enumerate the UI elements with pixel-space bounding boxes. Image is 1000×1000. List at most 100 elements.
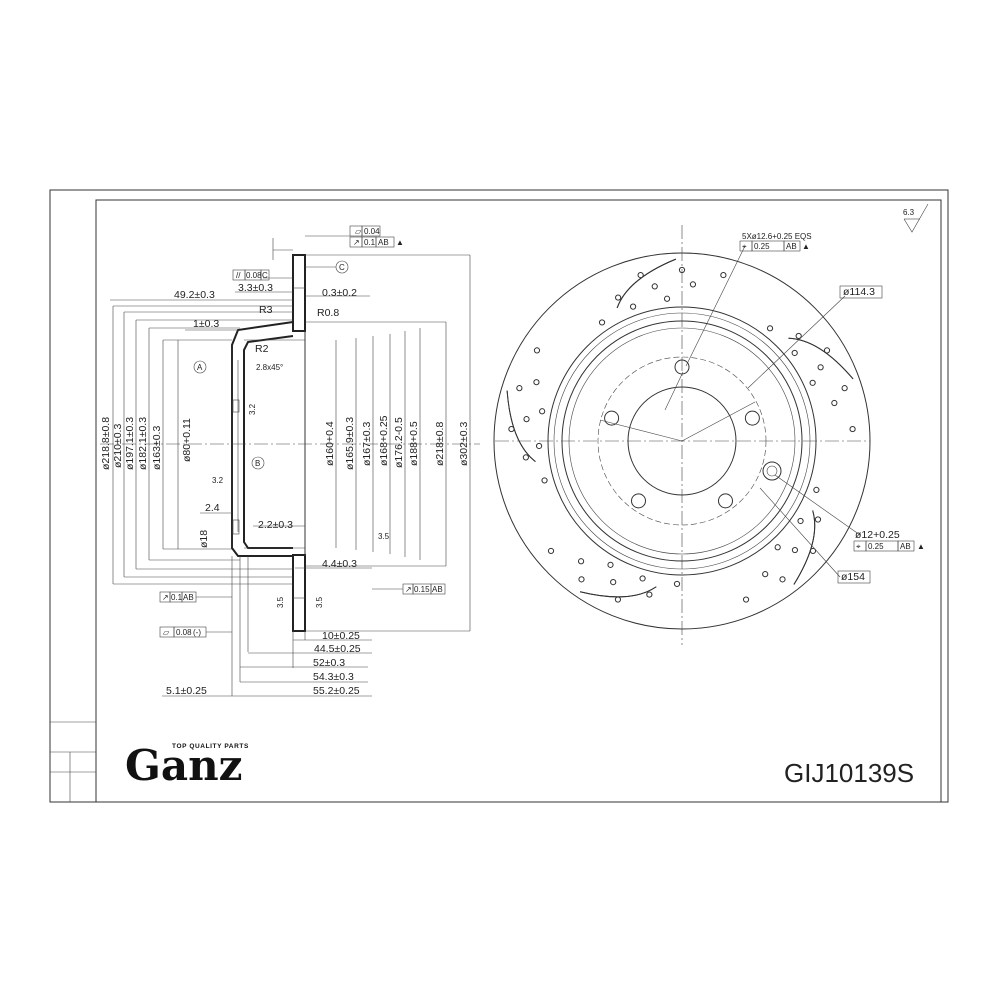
drill-hole (577, 558, 585, 565)
parallel-ref: C (262, 271, 268, 280)
finish-3-5-b: 3.5 (276, 596, 285, 608)
svg-text://: // (236, 271, 241, 280)
dim-18: ø18 (198, 530, 210, 548)
svg-text:▲: ▲ (396, 238, 404, 247)
bolt-hole-callout: 5Xø12.6+0.25 EQS ⌖ 0.25 AB ▲ (739, 232, 812, 252)
drill-hole (762, 571, 769, 578)
drill-hole (614, 596, 622, 603)
brand-logo: Ganz (125, 741, 242, 790)
finish-3-2-b: 3.2 (248, 403, 257, 415)
dia-right-5: ø188+0.5 (408, 421, 420, 466)
sheet-frame (49, 189, 949, 803)
aux-hole (762, 461, 782, 481)
vent-slot-inner (788, 337, 854, 380)
dim-55-2: 55.2±0.25 (313, 685, 360, 697)
bolt-position-value: 0.25 (754, 242, 770, 251)
runout3-value: 0.1 (171, 593, 183, 602)
drill-hole (797, 517, 804, 525)
drill-hole (651, 283, 658, 290)
flatness2-value: 0.08 (176, 628, 192, 637)
datum-b: B (255, 459, 260, 468)
dia-right-6: ø218±0.8 (434, 422, 446, 466)
bolt-hole (604, 410, 620, 426)
drill-hole (539, 408, 546, 415)
drill-hole (791, 349, 798, 357)
runout3-ref: AB (183, 593, 194, 602)
drill-hole (689, 281, 697, 288)
dia-right-1: ø165.9±0.3 (344, 417, 356, 470)
radius-r0-8: R0.8 (317, 307, 339, 319)
flatness-value: 0.04 (364, 227, 380, 236)
section-view: ⏥ 0.04 ↗ 0.1 AB ▲ C // 0.08 C ↗ 0.15 AB (100, 225, 480, 697)
tolerance-frame-runout3: ↗ 0.1 AB (159, 591, 232, 603)
surface-finish-value: 6.3 (903, 208, 915, 217)
dia-right-0: ø160+0.4 (324, 421, 336, 466)
dia-right-3: ø168+0.25 (378, 415, 390, 466)
aux-hole-callout: ø12+0.25 ⌖ 0.25 AB ▲ (853, 529, 925, 552)
svg-text:↗: ↗ (162, 593, 169, 602)
radius-r2: R2 (255, 343, 269, 355)
drill-hole (779, 576, 786, 583)
left-diameter-lines (112, 305, 293, 585)
runout2-ref: AB (432, 585, 443, 594)
drill-hole (535, 442, 543, 450)
dim-1: 1±0.3 (193, 318, 219, 330)
drill-hole (791, 546, 799, 554)
dim-54-3: 54.3±0.3 (313, 671, 354, 683)
drill-hole (637, 271, 644, 279)
drill-hole (823, 347, 831, 354)
bolt-position-ref: AB (786, 242, 797, 251)
datum-a: A (197, 363, 203, 372)
drill-hole (598, 319, 606, 326)
section-profile (231, 254, 306, 632)
aux-hole-label: ø12+0.25 (855, 529, 900, 541)
right-diameter-lines (305, 254, 471, 632)
tolerance-frame-runout2: ↗ 0.15 AB (372, 583, 446, 595)
drill-hole (831, 399, 838, 407)
runout-ref: AB (378, 238, 389, 247)
svg-text:⏥: ⏥ (355, 227, 362, 236)
drill-hole (516, 385, 523, 392)
dim-52: 52±0.3 (313, 657, 345, 669)
flatness2-ref: (-) (193, 628, 201, 637)
runout-value: 0.1 (364, 238, 376, 247)
drill-hole (720, 271, 727, 279)
svg-text:⌖: ⌖ (742, 242, 747, 251)
dia-left-1: ø210±0.3 (112, 424, 124, 468)
drill-hole (813, 486, 820, 494)
top-dimension-lines (110, 238, 370, 527)
drill-hole (841, 385, 848, 392)
dia-left-2: ø197.1±0.3 (124, 417, 136, 470)
datum-c: C (339, 263, 345, 272)
dia-left-3: ø182.1±0.3 (137, 417, 149, 470)
drill-hole (795, 332, 802, 340)
datum-b-bubble (251, 456, 265, 470)
pcd-callout: ø114.3 (839, 285, 883, 299)
drill-hole (547, 547, 555, 555)
pcd-label: ø114.3 (843, 286, 875, 298)
drill-hole (615, 294, 622, 301)
dim-44-5: 44.5±0.25 (314, 643, 361, 655)
face-view: 5Xø12.6+0.25 EQS ⌖ 0.25 AB ▲ ø114.3 ø12+… (493, 203, 929, 645)
bolt-holes-label: 5Xø12.6+0.25 EQS (742, 232, 812, 241)
parallel-value: 0.08 (246, 271, 262, 280)
vent-slot-inner (616, 258, 677, 309)
svg-text:⌖: ⌖ (856, 542, 861, 551)
aux-circle-label: ø154 (841, 571, 865, 583)
drill-hole (646, 591, 653, 598)
title-block: Ganz TOP QUALITY PARTS GIJ10139S (125, 741, 914, 790)
vent-slot (579, 586, 657, 598)
dia-left-4: ø163±0.3 (151, 426, 163, 470)
dim-10: 10±0.25 (322, 630, 360, 642)
drill-hole (673, 580, 681, 588)
runout2-value: 0.15 (414, 585, 430, 594)
bolt-hole (631, 493, 647, 509)
bolt-holes (604, 359, 760, 509)
drill-hole (742, 596, 750, 603)
drill-hole (774, 544, 781, 551)
drill-hole (809, 379, 816, 386)
bottom-dimension-lines (162, 556, 372, 697)
vent-slots (506, 258, 854, 598)
finish-3-5-c: 3.5 (315, 596, 324, 608)
drill-hole (610, 579, 617, 586)
